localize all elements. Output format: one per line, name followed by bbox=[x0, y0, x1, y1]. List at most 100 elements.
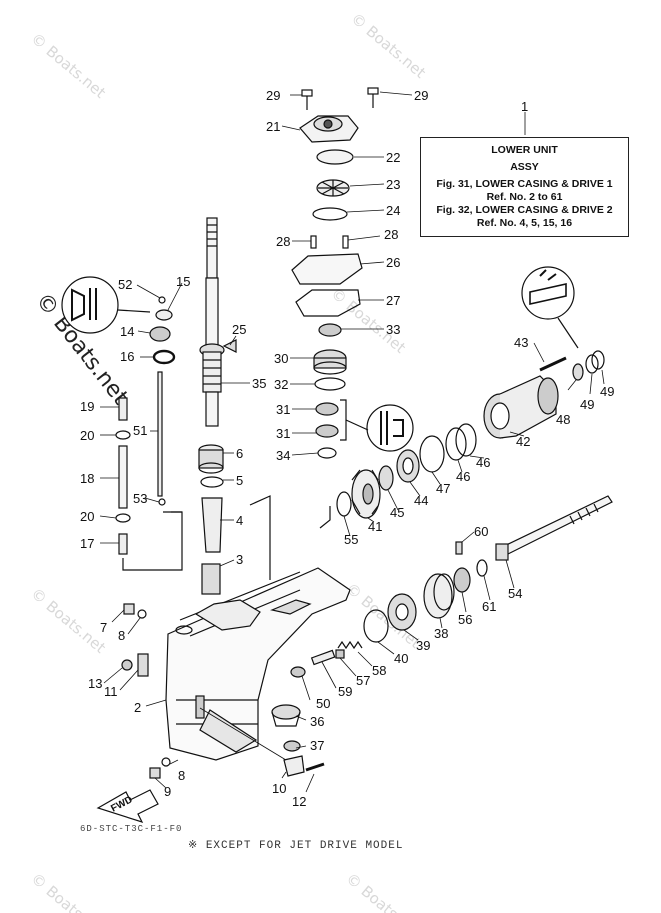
leader-lines bbox=[99, 91, 605, 793]
callout-31-upper: 31 bbox=[276, 402, 290, 417]
grommet-53 bbox=[158, 498, 166, 506]
callout-44: 44 bbox=[414, 493, 428, 508]
assembly-reference-box: LOWER UNIT ASSY Fig. 31, LOWER CASING & … bbox=[420, 137, 629, 237]
callout-6: 6 bbox=[236, 446, 243, 461]
shim-46-a bbox=[445, 427, 467, 461]
propeller-shaft bbox=[495, 495, 613, 561]
callout-61: 61 bbox=[482, 599, 496, 614]
callout-18: 18 bbox=[80, 471, 94, 486]
assy-line-1: LOWER UNIT bbox=[491, 144, 558, 156]
callout-1: 1 bbox=[521, 99, 528, 114]
callout-15: 15 bbox=[176, 274, 190, 289]
watermarks: © Boats.net © Boats.net © Boats.net © Bo… bbox=[27, 9, 429, 913]
callout-25: 25 bbox=[232, 322, 246, 337]
propeller-shaft-housing bbox=[483, 375, 559, 439]
callout-43: 43 bbox=[514, 335, 528, 350]
forward-arrow-icon bbox=[96, 789, 159, 824]
ball-57 bbox=[335, 649, 345, 659]
callout-33: 33 bbox=[386, 322, 400, 337]
callout-21: 21 bbox=[266, 119, 280, 134]
callout-49-left: 49 bbox=[580, 397, 594, 412]
impeller bbox=[316, 179, 350, 197]
pinion-gear-36 bbox=[271, 704, 301, 727]
oil-seal-31-upper bbox=[315, 402, 339, 416]
shim-40 bbox=[363, 609, 389, 643]
bottom-note: ※ EXCEPT FOR JET DRIVE MODEL bbox=[188, 840, 404, 852]
o-ring-47 bbox=[419, 435, 445, 473]
assy-line-4: Ref. No. 2 to 61 bbox=[486, 191, 563, 203]
dowel-pin-28-right bbox=[342, 235, 349, 249]
callout-51: 51 bbox=[133, 423, 147, 438]
screw-13 bbox=[121, 659, 133, 671]
anode-10 bbox=[283, 755, 305, 777]
callout-19: 19 bbox=[80, 399, 94, 414]
grommet-14 bbox=[149, 326, 171, 342]
callout-12: 12 bbox=[292, 794, 306, 809]
forward-gear-41 bbox=[351, 469, 381, 519]
gasket-34 bbox=[317, 447, 337, 459]
callout-29-left: 29 bbox=[266, 88, 280, 103]
watermark-bottom-left: © Boats.net bbox=[27, 869, 109, 913]
pin-60 bbox=[455, 541, 463, 555]
washer-8-lower bbox=[161, 757, 171, 767]
spring-61 bbox=[476, 559, 488, 577]
dog-clutch-56 bbox=[453, 567, 471, 593]
callout-8-lower: 8 bbox=[178, 768, 185, 783]
callout-28-left: 28 bbox=[276, 234, 290, 249]
callout-40: 40 bbox=[394, 651, 408, 666]
callout-48: 48 bbox=[556, 412, 570, 427]
assy-line-5: Fig. 32, LOWER CASING & DRIVE 2 bbox=[436, 204, 613, 216]
seal-49-a bbox=[585, 354, 599, 374]
watermark-top-left: © Boats.net bbox=[27, 29, 109, 102]
reverse-gear-38 bbox=[423, 573, 455, 619]
callout-31-lower: 31 bbox=[276, 426, 290, 441]
callout-20-upper: 20 bbox=[80, 428, 94, 443]
callout-49-right: 49 bbox=[600, 384, 614, 399]
callout-26: 26 bbox=[386, 255, 400, 270]
bolt-29-right bbox=[367, 87, 379, 108]
water-pump-housing bbox=[299, 115, 359, 143]
clip-20-upper bbox=[115, 430, 131, 440]
callout-30: 30 bbox=[274, 351, 288, 366]
shim-37 bbox=[283, 740, 301, 752]
bolt-9 bbox=[149, 767, 161, 779]
seal-detail-circle bbox=[345, 404, 414, 452]
callout-46-right: 46 bbox=[476, 455, 490, 470]
bolt-29-left bbox=[301, 89, 313, 110]
callout-37: 37 bbox=[310, 738, 324, 753]
callout-41: 41 bbox=[368, 519, 382, 534]
washer-8-upper bbox=[137, 609, 147, 619]
bearing-39 bbox=[387, 593, 417, 631]
callout-22: 22 bbox=[386, 150, 400, 165]
callout-39: 39 bbox=[416, 638, 430, 653]
bolt-12 bbox=[305, 762, 325, 772]
callout-36: 36 bbox=[310, 714, 324, 729]
grommet-detail-circle bbox=[61, 276, 151, 334]
outer-plate-cartridge bbox=[291, 253, 363, 285]
bearing-44 bbox=[396, 449, 420, 483]
watermark-bottom-right: © Boats.net bbox=[342, 869, 424, 913]
diagram-code: 6D-STC-T3C-F1-F0 bbox=[80, 824, 183, 834]
bearing-6 bbox=[198, 444, 224, 474]
nut-50 bbox=[290, 666, 306, 678]
sleeve-4 bbox=[201, 497, 223, 553]
callout-20-lower: 20 bbox=[80, 509, 94, 524]
callout-numbers: 29 29 21 22 23 24 28 28 26 27 33 30 32 3… bbox=[80, 88, 614, 809]
insert-cartridge bbox=[316, 149, 354, 165]
callout-29-right: 29 bbox=[414, 88, 428, 103]
callout-46-left: 46 bbox=[456, 469, 470, 484]
callout-17: 17 bbox=[80, 536, 94, 551]
dowel-pin-28-left bbox=[310, 235, 317, 249]
callout-2: 2 bbox=[134, 700, 141, 715]
callout-11: 11 bbox=[104, 684, 118, 699]
callout-57: 57 bbox=[356, 673, 370, 688]
o-ring-16 bbox=[152, 349, 176, 365]
callout-52: 52 bbox=[118, 277, 132, 292]
callout-54: 54 bbox=[508, 586, 522, 601]
callout-5: 5 bbox=[236, 473, 243, 488]
callout-32: 32 bbox=[274, 377, 288, 392]
assy-line-6: Ref. No. 4, 5, 15, 16 bbox=[476, 217, 573, 229]
lower-casing bbox=[165, 567, 351, 761]
callout-9: 9 bbox=[164, 784, 171, 799]
